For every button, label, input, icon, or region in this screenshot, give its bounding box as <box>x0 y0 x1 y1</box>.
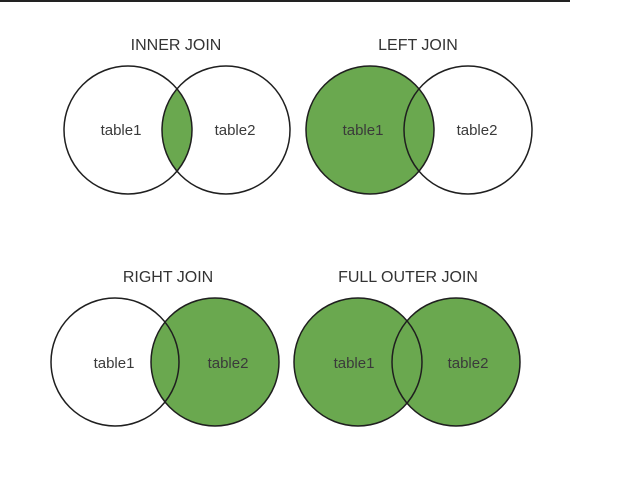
left-circle-fill <box>306 66 434 194</box>
join-title: RIGHT JOIN <box>123 269 213 286</box>
left-table-label: table1 <box>343 122 384 139</box>
left-circle-outline <box>63 65 193 195</box>
right-circle-fill <box>392 298 520 426</box>
right-table-label: table2 <box>215 122 256 139</box>
right-table-label: table2 <box>448 355 489 372</box>
left-circle-outline <box>305 65 435 195</box>
right-table-label: table2 <box>457 122 498 139</box>
right-circle-outline <box>150 297 280 427</box>
intersection-clip-group <box>162 66 192 194</box>
inner-join-panel: INNER JOIN table1 table2 <box>63 37 291 195</box>
top-divider <box>0 0 570 2</box>
right-circle-outline <box>403 65 533 195</box>
left-table-label: table1 <box>101 122 142 139</box>
join-title: INNER JOIN <box>131 37 222 54</box>
left-circle-outline <box>293 297 423 427</box>
join-title: LEFT JOIN <box>378 37 458 54</box>
right-circle-outline <box>391 297 521 427</box>
left-table-label: table1 <box>334 355 375 372</box>
right-join-panel: RIGHT JOIN table1 table2 <box>50 269 280 427</box>
join-title: FULL OUTER JOIN <box>338 269 478 286</box>
intersection-fill <box>162 66 192 194</box>
left-join-panel: LEFT JOIN table1 table2 <box>305 37 533 195</box>
left-circle-fill <box>294 298 422 426</box>
right-table-label: table2 <box>208 355 249 372</box>
full-outer-join-panel: FULL OUTER JOIN table1 table2 <box>293 269 521 427</box>
left-circle-outline <box>50 297 180 427</box>
left-table-label: table1 <box>94 355 135 372</box>
right-circle-outline <box>161 65 291 195</box>
right-circle-fill <box>151 298 279 426</box>
